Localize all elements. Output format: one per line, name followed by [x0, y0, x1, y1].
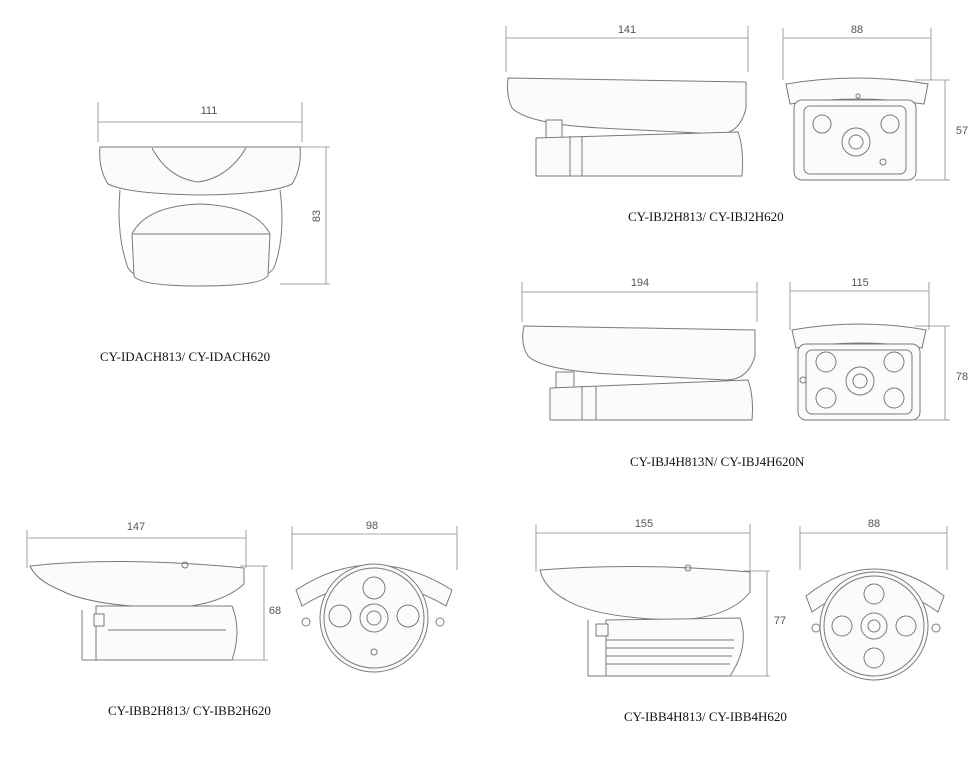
- caption-idach: CY-IDACH813/ CY-IDACH620: [100, 349, 271, 364]
- dim-label-height: 57: [956, 125, 968, 137]
- caption-ibb4h: CY-IBB4H813/ CY-IBB4H620: [624, 709, 787, 724]
- dim-label-length: 194: [631, 277, 649, 289]
- bullet-camera-front-view-ibb4h: 88: [799, 518, 948, 681]
- dim-label-length: 141: [618, 24, 636, 36]
- dim-label-height: 83: [311, 210, 323, 222]
- bullet-camera-side-view-ibb4h: 155 77: [535, 518, 786, 677]
- caption-ibj4h: CY-IBJ4H813N/ CY-IBJ4H620N: [630, 454, 805, 469]
- dim-label-width: 111: [201, 105, 218, 117]
- bullet-camera-front-view-ibb2h: 98: [291, 520, 458, 673]
- bullet-camera-front-view-ibj4h: 115 78: [789, 277, 968, 421]
- bullet-camera-side-view-ibb2h: 147 68: [26, 521, 281, 661]
- bullet-camera-side-view-ibj2h: 141: [505, 24, 749, 177]
- dim-label-width: 115: [851, 277, 869, 289]
- bullet-camera-side-view-ibj4h: 194: [521, 277, 758, 421]
- dim-label-length: 155: [635, 518, 653, 530]
- dim-label-width: 88: [851, 24, 863, 36]
- dim-label-width: 88: [868, 518, 880, 530]
- dim-label-height: 68: [269, 605, 281, 617]
- caption-ibb2h: CY-IBB2H813/ CY-IBB2H620: [108, 703, 271, 718]
- bullet-camera-front-view-ibj2h: 88 57: [782, 24, 968, 181]
- dim-label-length: 147: [127, 521, 145, 533]
- dome-camera-front-view: 111 83: [97, 102, 330, 287]
- dim-label-height: 78: [956, 371, 968, 383]
- dim-label-height: 77: [774, 615, 786, 627]
- caption-ibj2h: CY-IBJ2H813/ CY-IBJ2H620: [628, 209, 784, 224]
- dim-label-width: 98: [366, 520, 378, 532]
